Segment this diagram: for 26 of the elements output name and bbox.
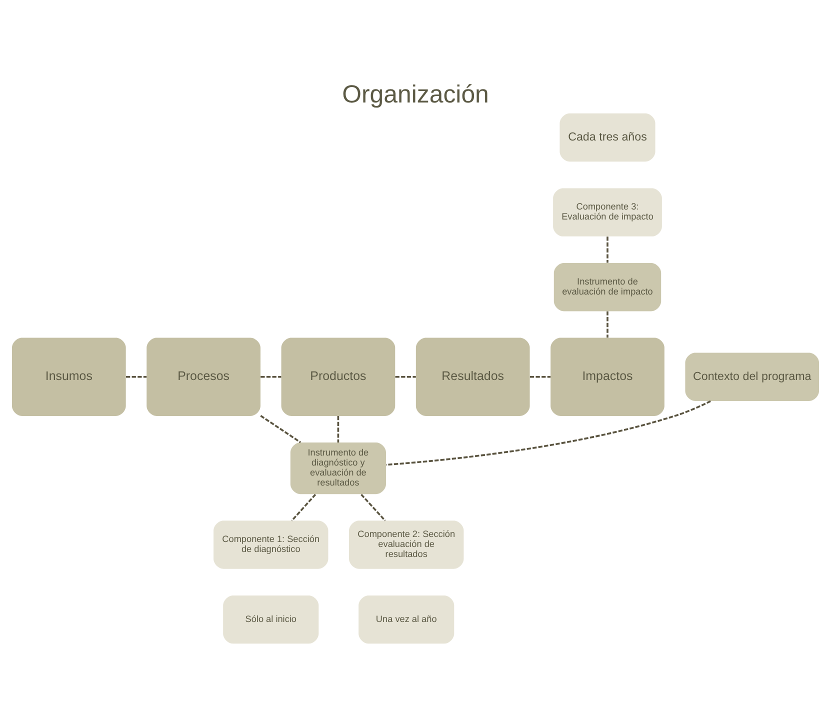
node-box: Una vez al año	[358, 595, 454, 644]
connector	[606, 311, 608, 338]
node-box: Componente 2: Sección evaluación de resultados	[349, 520, 464, 569]
connector	[360, 494, 386, 522]
connector	[395, 376, 416, 378]
node-box: Sólo al inicio	[223, 595, 319, 644]
connector	[291, 494, 316, 522]
node-box: Componente 1: Sección de diagnóstico	[214, 520, 328, 569]
node-box: Componente 3: Evaluación de impacto	[553, 188, 662, 236]
connector	[260, 376, 282, 378]
connector	[530, 376, 551, 378]
connector	[606, 236, 608, 263]
connector	[260, 415, 302, 444]
node-box: Procesos	[146, 338, 260, 416]
connector	[386, 400, 711, 466]
node-box: Resultados	[416, 338, 530, 416]
node-box: Impactos	[550, 338, 664, 416]
node-box: Cada tres años	[560, 113, 656, 162]
connector	[337, 416, 340, 442]
node-box: Instrumento de diagnóstico y evaluación de resultados	[290, 442, 386, 494]
node-box: Insumos	[12, 338, 126, 416]
connector	[126, 376, 147, 378]
node-box: Instrumento de evaluación de impacto	[554, 263, 662, 312]
diagram-title: Organización	[342, 80, 489, 109]
node-box: Contexto del programa	[685, 352, 820, 401]
node-box: Productos	[281, 338, 396, 416]
